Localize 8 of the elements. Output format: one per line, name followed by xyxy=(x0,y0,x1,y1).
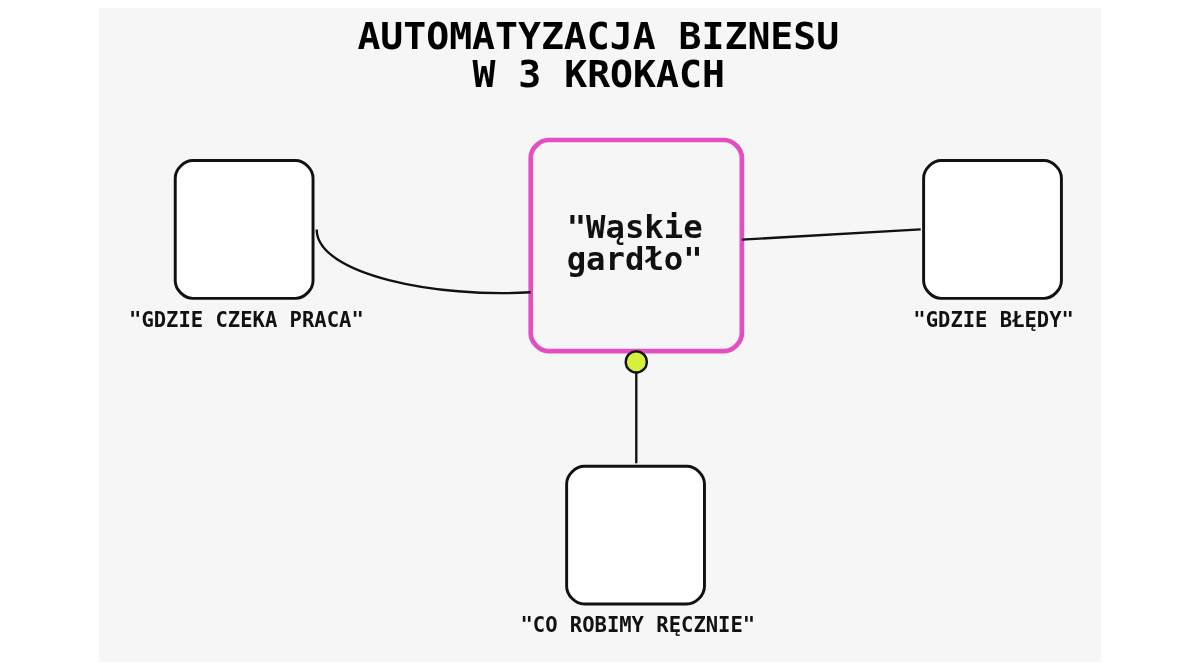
diagram-title: AUTOMATYZACJA BIZNESU W 3 KROKACH xyxy=(357,13,840,96)
node-label: "GDZIE CZEKA PRACA" xyxy=(129,307,364,332)
node-box: "Wąskie gardło" xyxy=(528,137,745,354)
connector xyxy=(315,229,531,295)
node-label: "GDZIE BŁĘDY" xyxy=(913,307,1074,332)
node-label: "CO ROBIMY RĘCZNIE" xyxy=(520,613,756,638)
connector xyxy=(741,228,921,241)
connector xyxy=(624,350,648,464)
